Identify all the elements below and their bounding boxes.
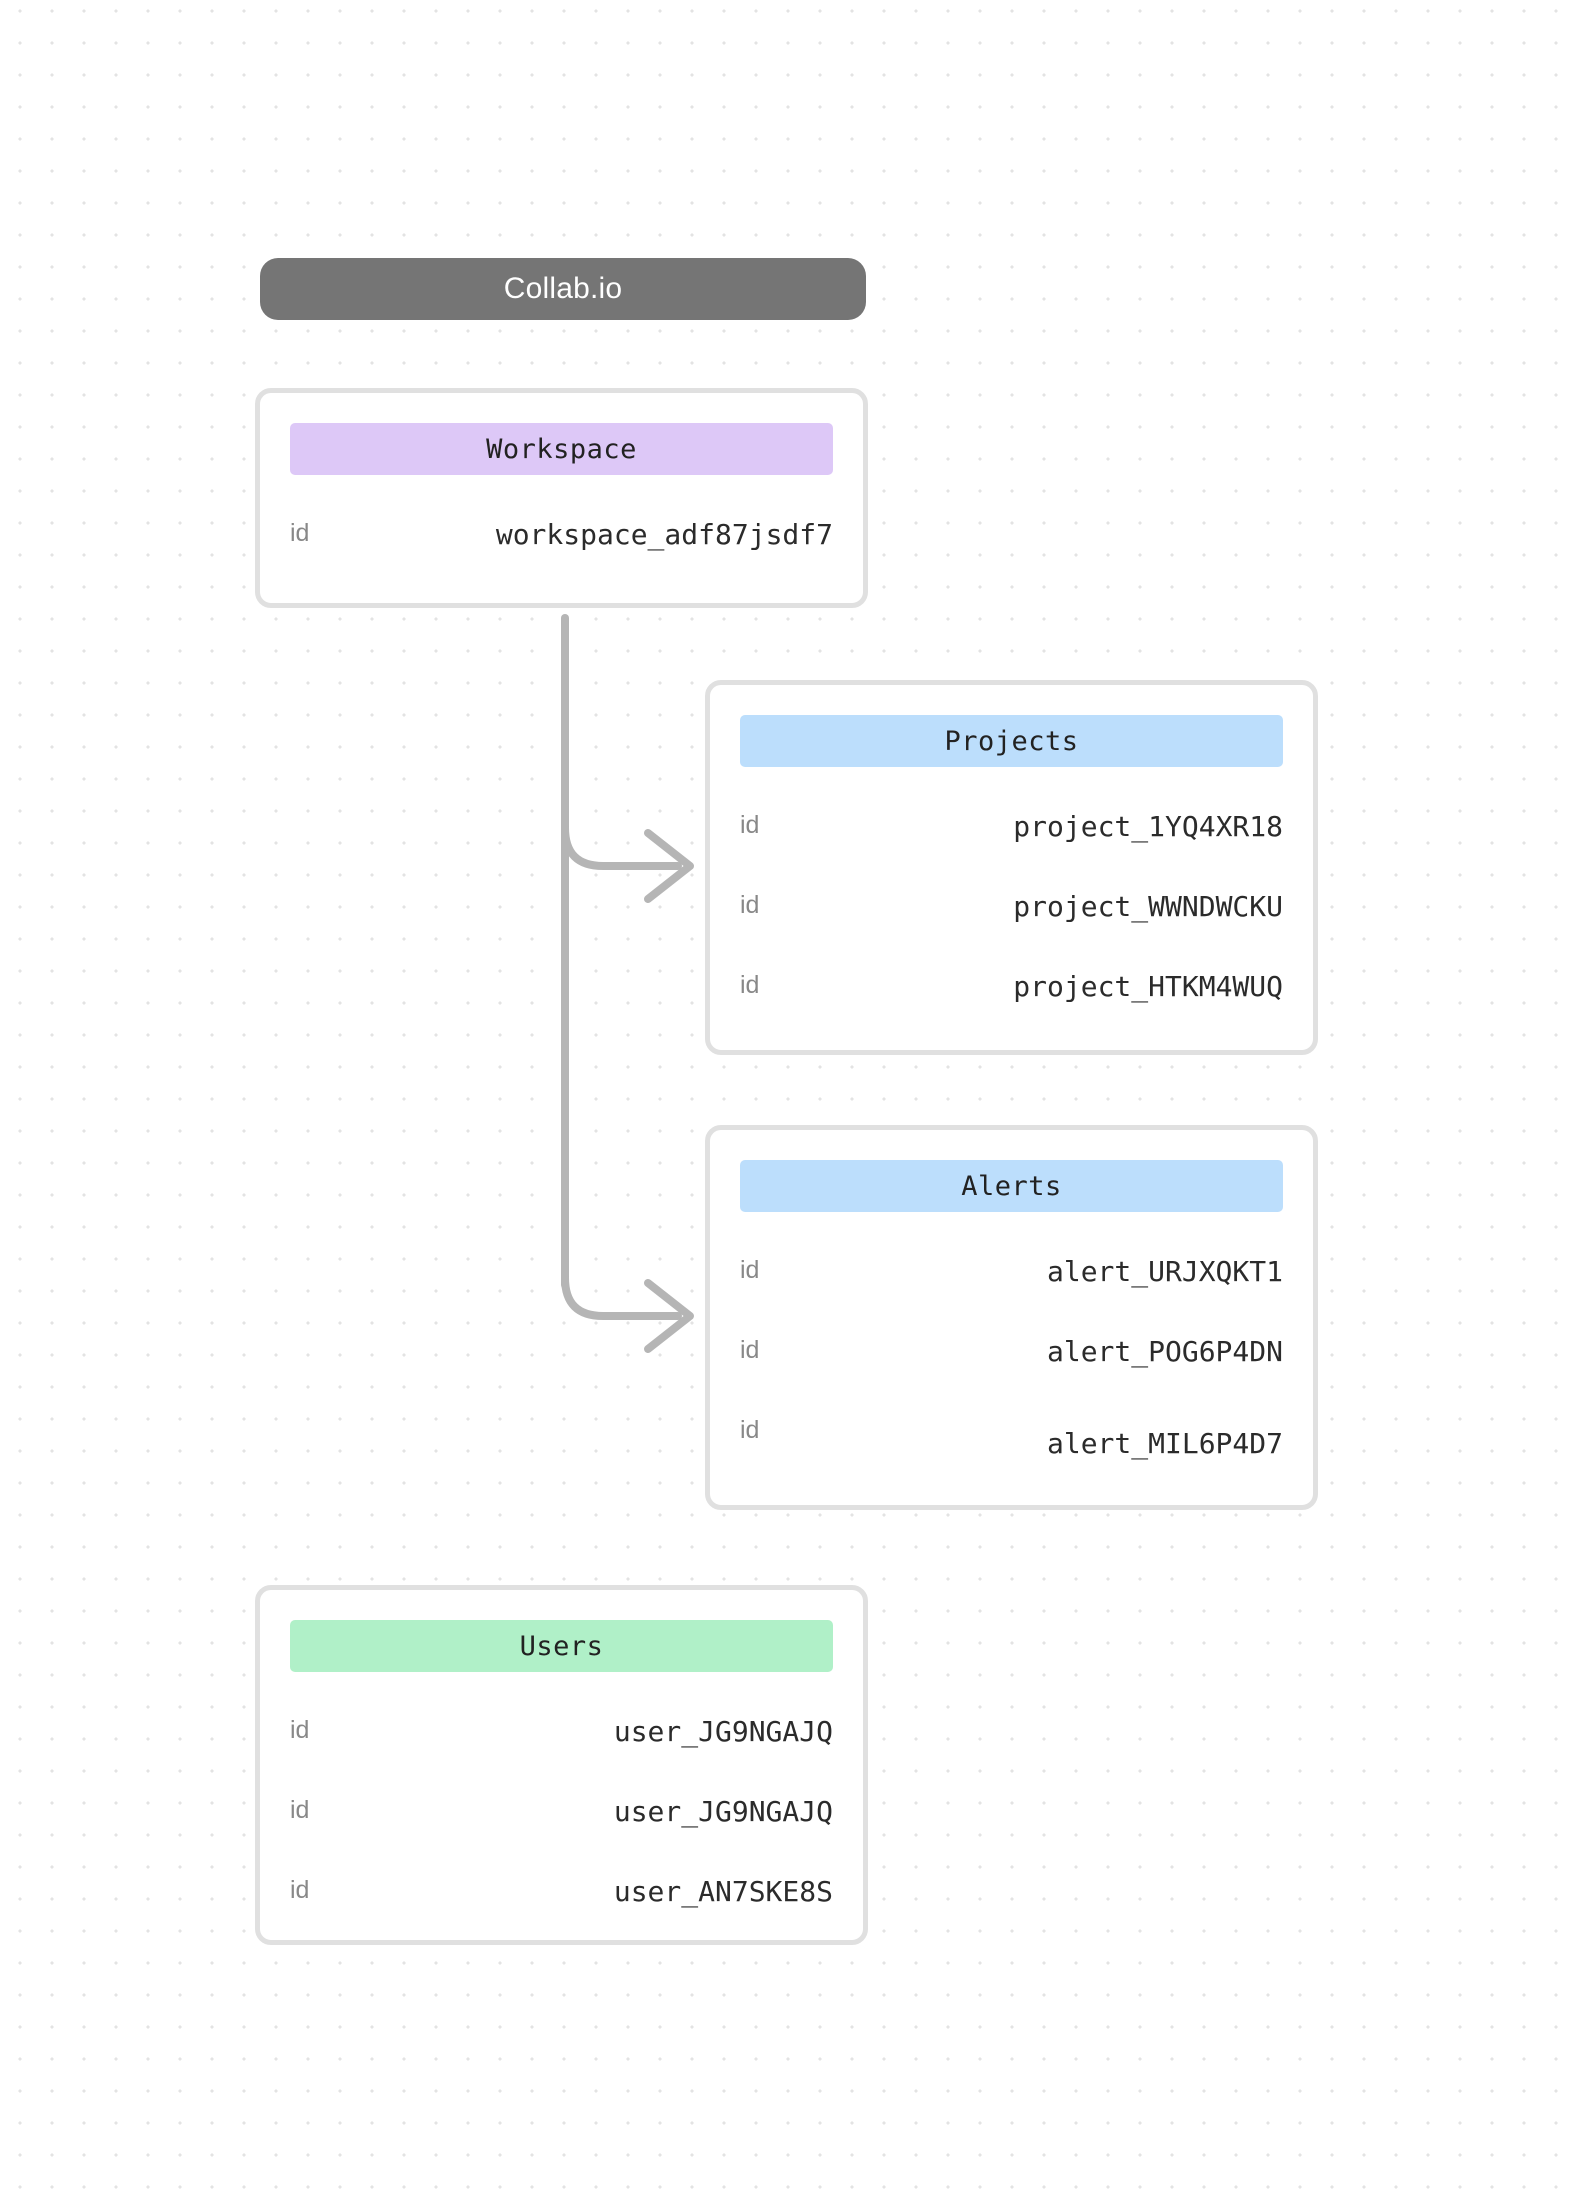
diagram-title-pill[interactable]: Collab.io <box>260 258 866 320</box>
arrowhead-projects <box>644 829 694 903</box>
field-key: id <box>290 1716 310 1744</box>
table-row[interactable]: id user_JG9NGAJQ <box>290 1696 833 1776</box>
entity-rows-workspace: id workspace_adf87jsdf7 <box>290 499 833 579</box>
field-value: project_1YQ4XR18 <box>1013 810 1283 843</box>
entity-card-users[interactable]: Users id user_JG9NGAJQ id user_JG9NGAJQ … <box>255 1585 868 1945</box>
entity-rows-users: id user_JG9NGAJQ id user_JG9NGAJQ id use… <box>290 1696 833 1936</box>
entity-card-alerts[interactable]: Alerts id alert_URJXQKT1 id alert_POG6P4… <box>705 1125 1318 1510</box>
entity-title-alerts: Alerts <box>961 1170 1062 1202</box>
field-key: id <box>290 1796 310 1824</box>
table-row[interactable]: id user_JG9NGAJQ <box>290 1776 833 1856</box>
field-key: id <box>740 1256 760 1284</box>
entity-header-projects: Projects <box>740 715 1283 767</box>
field-key: id <box>740 811 760 839</box>
table-row[interactable]: id project_1YQ4XR18 <box>740 791 1283 871</box>
diagram-title: Collab.io <box>503 272 623 305</box>
entity-header-workspace: Workspace <box>290 423 833 475</box>
table-row[interactable]: id alert_POG6P4DN <box>740 1316 1283 1396</box>
field-value: alert_POG6P4DN <box>1046 1335 1283 1368</box>
field-value: project_HTKM4WUQ <box>1013 970 1283 1003</box>
connector-workspace-alerts <box>561 1274 682 1320</box>
entity-header-users: Users <box>290 1620 833 1672</box>
field-key: id <box>290 1876 310 1904</box>
entity-card-workspace[interactable]: Workspace id workspace_adf87jsdf7 <box>255 388 868 608</box>
field-key: id <box>740 1336 760 1364</box>
entity-title-workspace: Workspace <box>486 433 637 465</box>
field-value: alert_URJXQKT1 <box>1046 1255 1283 1288</box>
field-key: id <box>740 891 760 919</box>
entity-rows-projects: id project_1YQ4XR18 id project_WWNDWCKU … <box>740 791 1283 1031</box>
table-row[interactable]: id alert_MIL6P4D7 <box>740 1396 1283 1476</box>
field-key: id <box>290 519 310 547</box>
entity-card-projects[interactable]: Projects id project_1YQ4XR18 id project_… <box>705 680 1318 1055</box>
table-row[interactable]: id project_WWNDWCKU <box>740 871 1283 951</box>
field-value: alert_MIL6P4D7 <box>1046 1427 1283 1460</box>
field-key: id <box>740 1416 760 1444</box>
connector-workspace-projects <box>561 824 682 870</box>
table-row[interactable]: id workspace_adf87jsdf7 <box>290 499 833 579</box>
field-key: id <box>740 971 760 999</box>
table-row[interactable]: id alert_URJXQKT1 <box>740 1236 1283 1316</box>
table-row[interactable]: id project_HTKM4WUQ <box>740 951 1283 1031</box>
field-value: user_AN7SKE8S <box>613 1875 833 1908</box>
table-row[interactable]: id user_AN7SKE8S <box>290 1856 833 1936</box>
entity-rows-alerts: id alert_URJXQKT1 id alert_POG6P4DN id a… <box>740 1236 1283 1476</box>
entity-title-projects: Projects <box>944 725 1079 757</box>
entity-header-alerts: Alerts <box>740 1160 1283 1212</box>
field-value: user_JG9NGAJQ <box>613 1795 833 1828</box>
field-value: user_JG9NGAJQ <box>613 1715 833 1748</box>
arrowhead-alerts <box>644 1279 694 1353</box>
entity-title-users: Users <box>519 1630 604 1662</box>
field-value: project_WWNDWCKU <box>1013 890 1283 923</box>
field-value: workspace_adf87jsdf7 <box>495 518 833 551</box>
